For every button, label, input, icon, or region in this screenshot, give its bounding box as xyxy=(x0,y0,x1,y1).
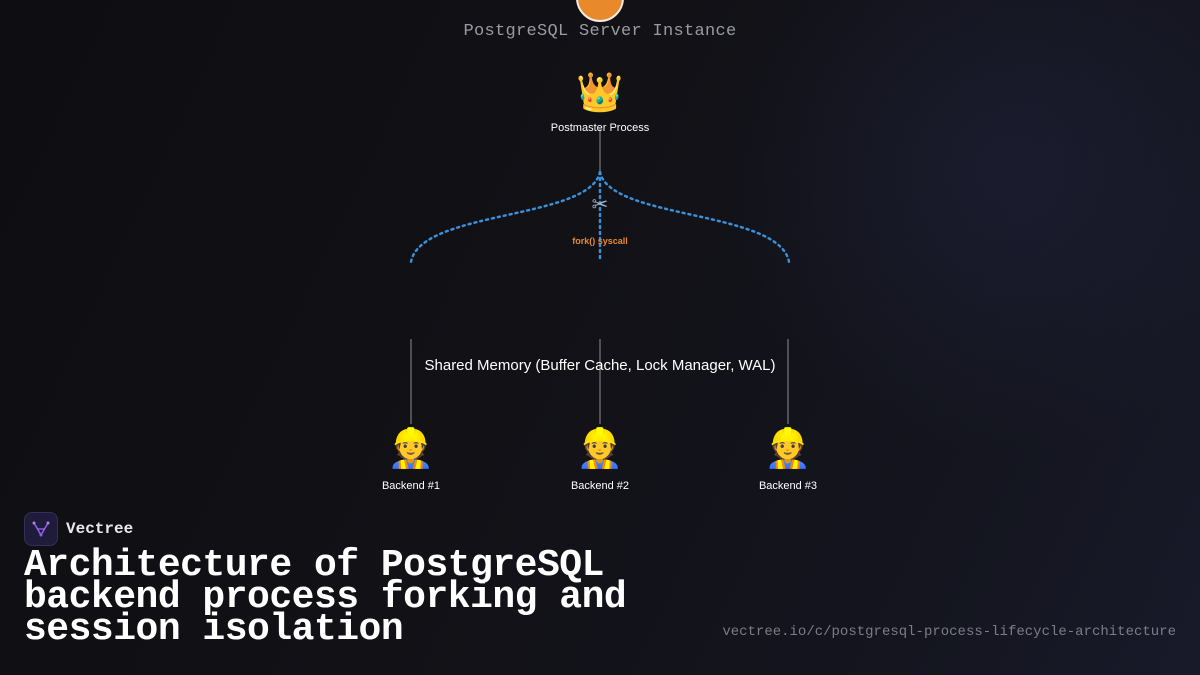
fork-syscall-label: fork() syscall xyxy=(572,236,628,246)
backend-3-label: Backend #3 xyxy=(758,480,818,492)
worker-icon: 👷 xyxy=(387,426,435,470)
worker-icon: 👷 xyxy=(764,426,812,470)
postmaster-label: Postmaster Process xyxy=(550,122,650,134)
source-url: vectree.io/c/postgresql-process-lifecycl… xyxy=(722,624,1176,640)
background-glow xyxy=(700,0,1200,480)
fork-branch-left xyxy=(409,170,602,264)
brand-name: Vectree xyxy=(66,520,134,538)
brand: Vectree xyxy=(24,512,133,546)
page-title: Architecture of PostgreSQL backend proce… xyxy=(24,544,627,651)
backend-1-label: Backend #1 xyxy=(381,480,441,492)
crown-icon: 👑 xyxy=(576,70,624,114)
vectree-logo-icon xyxy=(24,512,58,546)
server-instance-label: PostgreSQL Server Instance xyxy=(463,22,737,41)
shared-memory-label: Shared Memory (Buffer Cache, Lock Manage… xyxy=(424,357,776,374)
backend-2-label: Backend #2 xyxy=(570,480,630,492)
scissors-icon: ✂ xyxy=(591,192,609,216)
worker-icon: 👷 xyxy=(576,426,624,470)
fork-branch-right xyxy=(598,170,791,264)
